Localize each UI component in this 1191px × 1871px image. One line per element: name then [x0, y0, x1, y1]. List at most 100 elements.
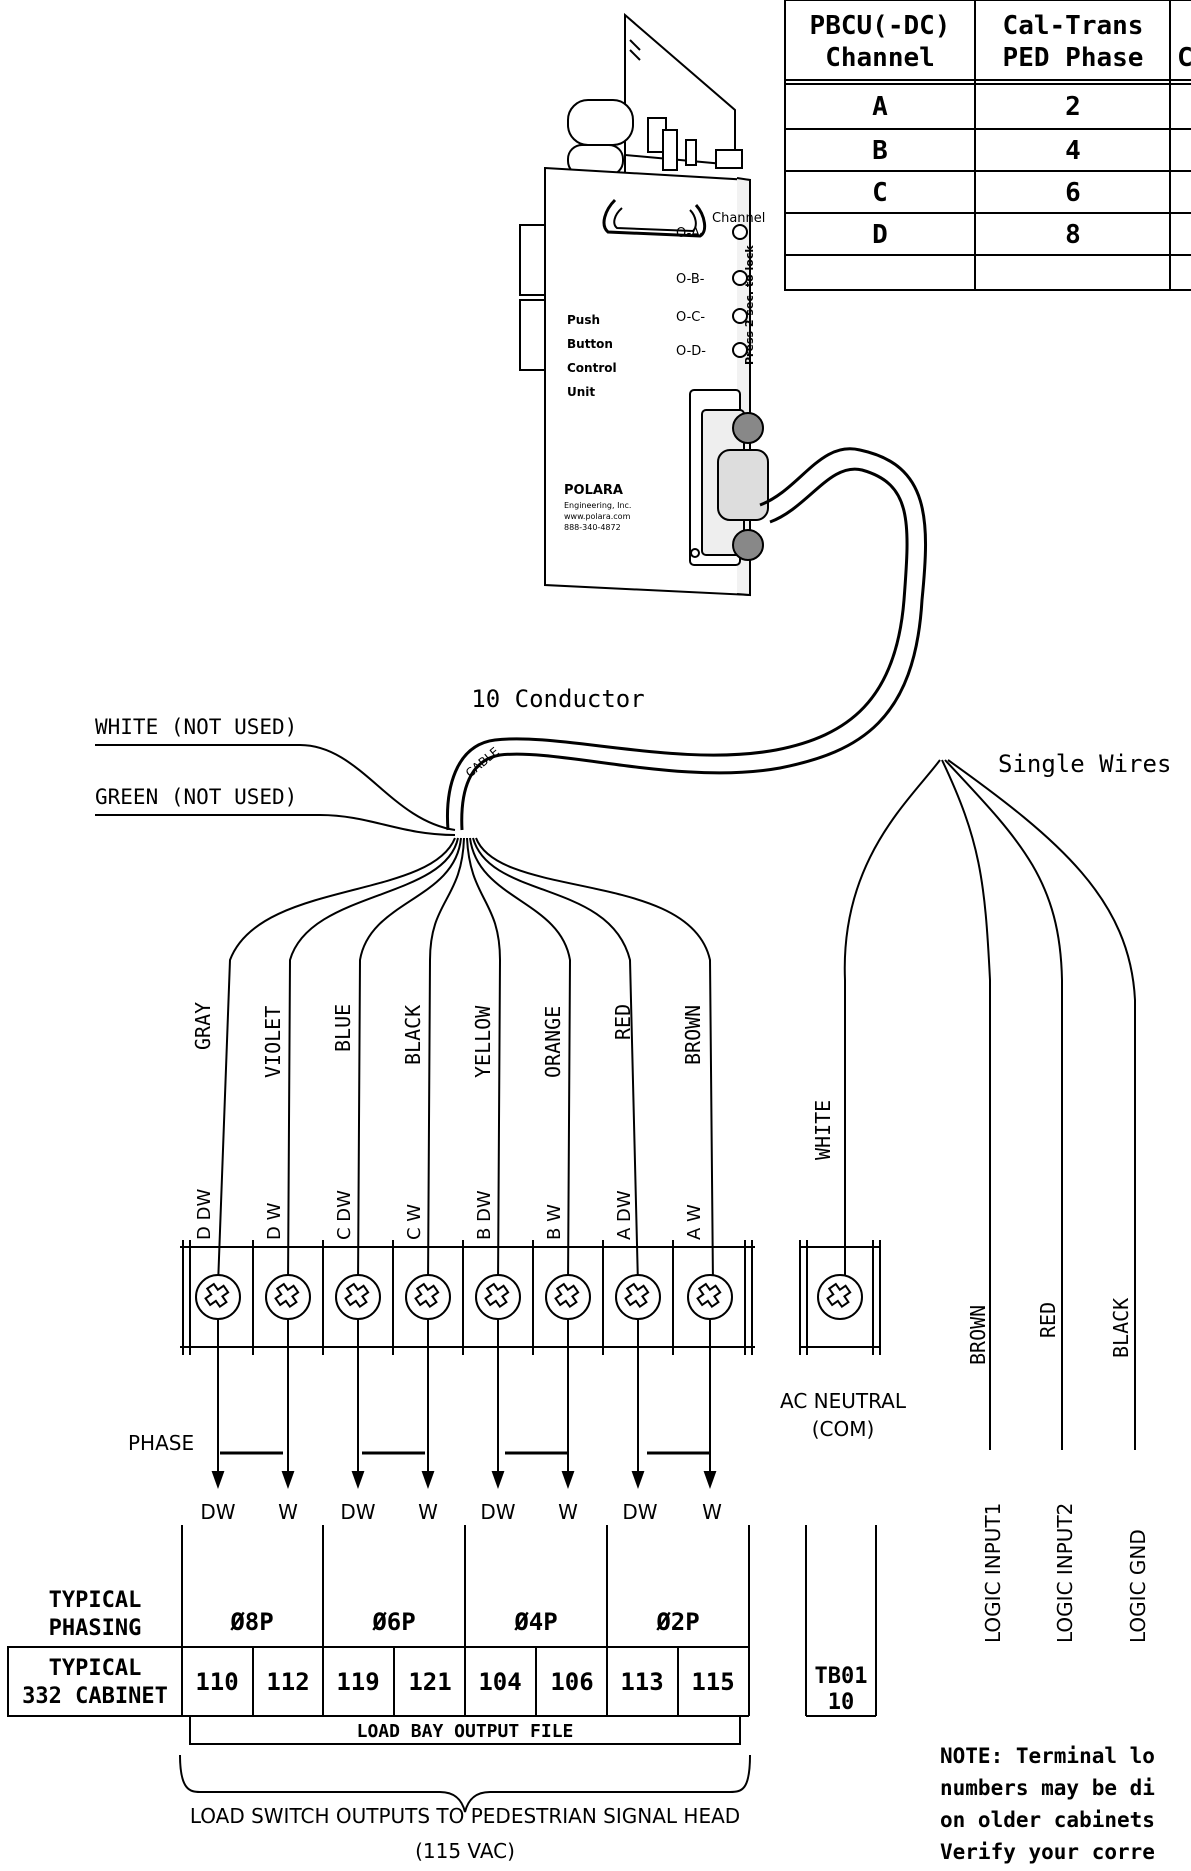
wire-label-yellow: YELLOW [471, 1005, 495, 1078]
load-switch-voltage: (115 VAC) [415, 1839, 515, 1863]
note-line: on older cabinets [940, 1808, 1155, 1832]
typical-cabinet-label-2: 332 CABINET [22, 1684, 168, 1709]
cabinet-cell: 110 [195, 1668, 238, 1696]
logic-wire-brown: BROWN [966, 1305, 990, 1365]
screw-icon [475, 1274, 521, 1320]
screw-icon [817, 1274, 863, 1320]
typical-phasing-label: TYPICAL [49, 1588, 142, 1613]
logic-input1-label: LOGIC INPUT1 [981, 1503, 1005, 1643]
row-d-channel: D [872, 220, 888, 250]
led-b-icon [732, 270, 748, 286]
led-a-label: O-A- [676, 226, 705, 241]
company-line-2: www.polara.com [564, 512, 631, 521]
terminal-screws [195, 1274, 863, 1320]
tb01-number: 10 [828, 1690, 855, 1715]
wire-label-white: WHITE [811, 1100, 835, 1160]
logic-wire-red: RED [1036, 1302, 1060, 1338]
output-label: W [558, 1500, 578, 1524]
terminal-labels: D DW D W C DW C W B DW B W A DW A W [194, 1189, 705, 1240]
control-unit-text: Channel O-A- O-B- O-C- O-D- Press 2 sec.… [564, 211, 765, 532]
wire-label-black: BLACK [401, 1005, 425, 1065]
note-line: numbers may be di [940, 1776, 1155, 1800]
cabinet-cell: 112 [266, 1668, 309, 1696]
unit-title-3: Control [567, 361, 617, 375]
conductor-fanout [217, 759, 1136, 1450]
side-clip-icon [519, 224, 549, 296]
logic-wire-labels: BROWN RED BLACK [966, 1298, 1133, 1365]
green-not-used-label: GREEN (NOT USED) [95, 785, 297, 809]
main-cable [446, 447, 928, 831]
company-line-3: 888-340-4872 [564, 523, 621, 532]
led-d-icon [732, 342, 748, 358]
row-a-channel: A [872, 92, 888, 122]
note-line: NOTE: Terminal lo [940, 1744, 1155, 1768]
logic-gnd-label: LOGIC GND [1126, 1529, 1150, 1643]
row-b-phase: 4 [1065, 136, 1081, 166]
terminal-a-w: A W [684, 1204, 705, 1240]
row-c-phase: 6 [1065, 178, 1081, 208]
output-label: DW [480, 1500, 515, 1524]
logic-input2-label: LOGIC INPUT2 [1053, 1503, 1077, 1643]
row-d-phase: 8 [1065, 220, 1081, 250]
company-line-1: Engineering, Inc. [564, 501, 631, 510]
cabinet-cell: 113 [620, 1668, 663, 1696]
screw-icon [195, 1274, 241, 1320]
thumbscrew-icon [732, 529, 764, 561]
cabinet-cell: 104 [478, 1668, 521, 1696]
cable-label: CABLE [463, 744, 502, 780]
led-d-label: O-D- [676, 344, 706, 359]
header-caltrans: Cal-Trans [1003, 11, 1144, 41]
unused-wires [95, 744, 456, 836]
terminal-a-dw: A DW [614, 1190, 635, 1240]
logic-input-labels: LOGIC INPUT1 LOGIC INPUT2 LOGIC GND [981, 1503, 1150, 1643]
cabinet-cell: 121 [408, 1668, 451, 1696]
wire-label-gray: GRAY [191, 1002, 215, 1050]
terminal-b-w: B W [544, 1204, 565, 1240]
ac-neutral-label: AC NEUTRAL [780, 1389, 907, 1413]
logic-wire-black: BLACK [1109, 1298, 1133, 1358]
screw-icon [405, 1274, 451, 1320]
typical-cabinet-label: TYPICAL [49, 1656, 142, 1681]
led-a-icon [732, 224, 748, 240]
screw-icon [265, 1274, 311, 1320]
capacitor-icon [567, 99, 634, 146]
note-line: Verify your corre [940, 1840, 1155, 1864]
phasing-cell: Ø4P [513, 1608, 557, 1636]
unit-title-2: Button [567, 337, 613, 351]
led-b-label: O-B- [676, 272, 705, 287]
led-c-label: O-C- [676, 310, 705, 325]
header-pbcu: PBCU(-DC) [810, 11, 951, 41]
header-channel: Channel [825, 43, 935, 73]
channel-led-icons [732, 224, 748, 358]
conductor-label: 10 Conductor [471, 685, 644, 713]
output-label: DW [622, 1500, 657, 1524]
phasing-cell: Ø8P [229, 1608, 273, 1636]
wire-label-orange: ORANGE [541, 1006, 565, 1078]
terminal-d-w: D W [264, 1202, 285, 1240]
note-text: NOTE: Terminal lo numbers may be di on o… [940, 1744, 1155, 1864]
white-not-used-label: WHITE (NOT USED) [95, 715, 297, 739]
terminal-b-dw: B DW [474, 1190, 495, 1240]
circuit-board [624, 12, 736, 167]
screw-icon [545, 1274, 591, 1320]
single-wires-label: Single Wires [998, 750, 1171, 778]
load-switch-label: LOAD SWITCH OUTPUTS TO PEDESTRIAN SIGNAL… [190, 1804, 740, 1828]
unit-title-4: Unit [567, 385, 595, 399]
output-label: DW [340, 1500, 375, 1524]
control-unit [519, 12, 769, 597]
phase-label: PHASE [128, 1431, 194, 1455]
wire-label-blue: BLUE [331, 1004, 355, 1052]
ac-neutral-com-label: (COM) [812, 1417, 875, 1441]
tb01-label: TB01 [815, 1664, 868, 1689]
channel-label: Channel [712, 211, 765, 226]
phasing-cell: Ø6P [371, 1608, 415, 1636]
header-cut: C [1177, 43, 1191, 73]
terminal-c-w: C W [404, 1204, 425, 1240]
header-ped-phase: PED Phase [1003, 43, 1144, 73]
cabinet-cell: 106 [550, 1668, 593, 1696]
brace-icon [179, 1754, 751, 1813]
screw-icon [615, 1274, 661, 1320]
terminal-c-dw: C DW [334, 1190, 355, 1240]
row-b-channel: B [872, 136, 888, 166]
output-label: DW [200, 1500, 235, 1524]
